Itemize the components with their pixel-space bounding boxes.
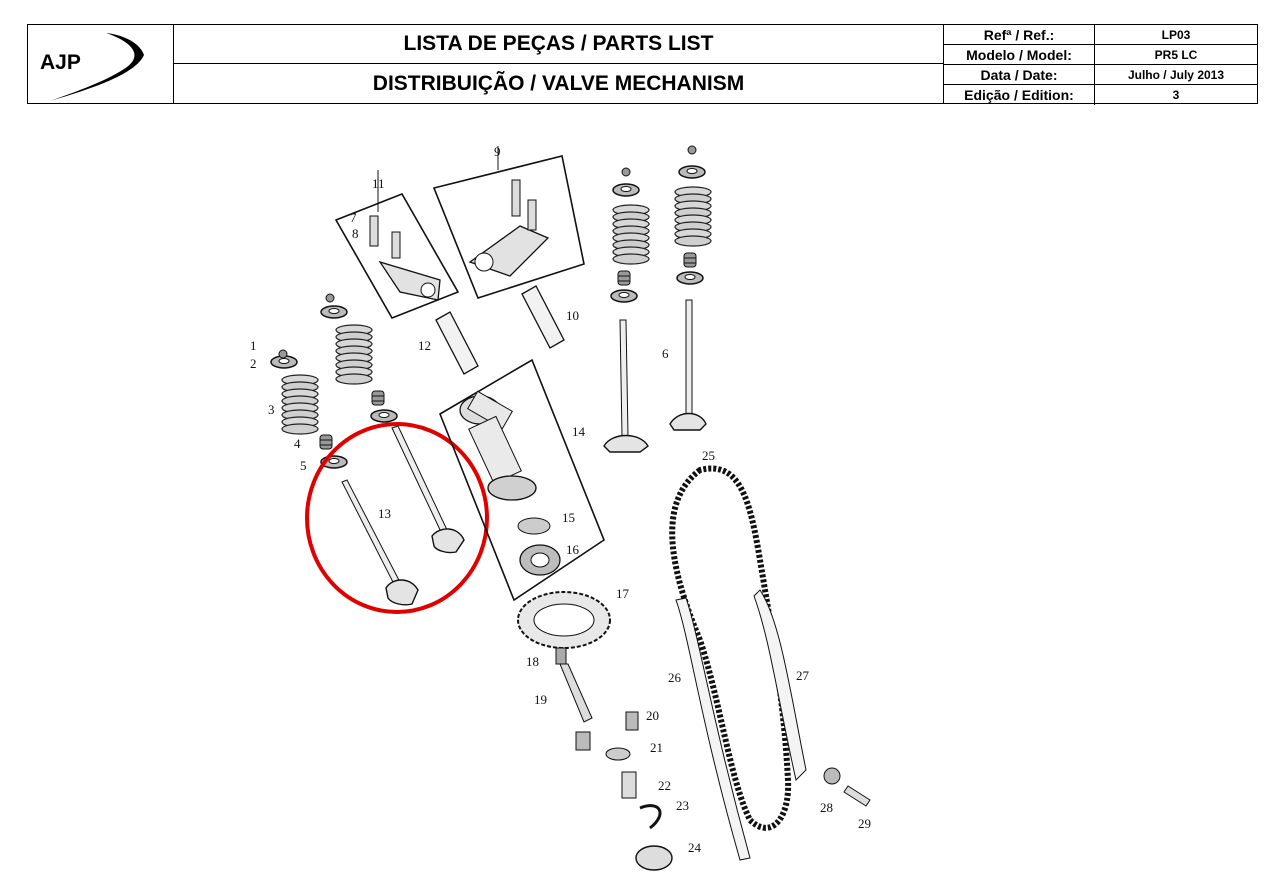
- callout-8: 8: [352, 226, 359, 241]
- info-row-edition: Edição / Edition: 3: [944, 85, 1257, 105]
- callout-19: 19: [534, 692, 547, 707]
- callout-2: 2: [250, 356, 257, 371]
- rocker-shafts: [435, 285, 565, 375]
- callout-13: 13: [378, 506, 391, 521]
- ref-value: LP03: [1161, 27, 1191, 42]
- callout-21: 21: [650, 740, 663, 755]
- callout-6: 6: [662, 346, 669, 361]
- rocker-assembly-11: [334, 170, 460, 319]
- date-label: Data / Date:: [944, 65, 1095, 84]
- callout-25: 25: [702, 448, 715, 463]
- callout-23: 23: [676, 798, 689, 813]
- camshaft-assembly-14: [439, 358, 605, 602]
- callout-17: 17: [616, 586, 630, 601]
- logo-text: AJP: [40, 51, 81, 74]
- model-label: Modelo / Model:: [944, 45, 1095, 64]
- callout-labels: 1 2 3 4 5 6 7 8 9 10 11 12 13 14 15 16 1…: [250, 144, 871, 855]
- callout-1: 1: [250, 338, 257, 353]
- callout-29: 29: [858, 816, 871, 831]
- callout-16: 16: [566, 542, 580, 557]
- callout-7: 7: [350, 210, 357, 225]
- ref-label: Refª / Ref.:: [944, 25, 1095, 44]
- callout-12: 12: [418, 338, 431, 353]
- model-value: PR5 LC: [1154, 47, 1198, 62]
- callout-10: 10: [566, 308, 579, 323]
- ajp-logo: AJP: [40, 33, 144, 101]
- callout-3: 3: [268, 402, 275, 417]
- info-row-date: Data / Date: Julho / July 2013: [944, 65, 1257, 85]
- callout-14: 14: [572, 424, 586, 439]
- edition-value: 3: [1172, 88, 1180, 102]
- left-valve-assembly: [270, 293, 465, 606]
- highlight-circle: [305, 422, 489, 614]
- exploded-diagram: 1 2 3 4 5 6 7 8 9 10 11 12 13 14 15 16 1…: [250, 144, 871, 871]
- parts-list-title: LISTA DE PEÇAS / PARTS LIST: [174, 25, 943, 64]
- cam-sprocket-assembly: [517, 591, 673, 871]
- callout-15: 15: [562, 510, 575, 525]
- callout-4: 4: [294, 436, 301, 451]
- callout-5: 5: [300, 458, 307, 473]
- rocker-assembly-9: [432, 146, 585, 299]
- right-valve-assembly: [603, 145, 712, 453]
- edition-label: Edição / Edition:: [944, 85, 1095, 105]
- callout-20: 20: [646, 708, 659, 723]
- callout-11: 11: [372, 176, 385, 191]
- callout-28: 28: [820, 800, 833, 815]
- callout-9: 9: [494, 144, 501, 159]
- callout-27: 27: [796, 668, 810, 683]
- info-row-model: Modelo / Model: PR5 LC: [944, 45, 1257, 65]
- callout-24: 24: [688, 840, 702, 855]
- timing-chain-assembly: [669, 465, 871, 861]
- section-title: DISTRIBUIÇÃO / VALVE MECHANISM: [372, 71, 745, 95]
- logo-cell: AJP: [28, 25, 174, 103]
- date-value: Julho / July 2013: [1127, 67, 1225, 82]
- callout-22: 22: [658, 778, 671, 793]
- header-table: AJP LISTA DE PEÇAS / PARTS LIST DISTRIBU…: [27, 24, 1258, 105]
- callout-18: 18: [526, 654, 539, 669]
- info-grid: Refª / Ref.: LP03 Modelo / Model: PR5 LC…: [944, 25, 1257, 105]
- callout-26: 26: [668, 670, 682, 685]
- info-row-ref: Refª / Ref.: LP03: [944, 25, 1257, 45]
- title-cell: LISTA DE PEÇAS / PARTS LIST DISTRIBUIÇÃO…: [174, 25, 944, 103]
